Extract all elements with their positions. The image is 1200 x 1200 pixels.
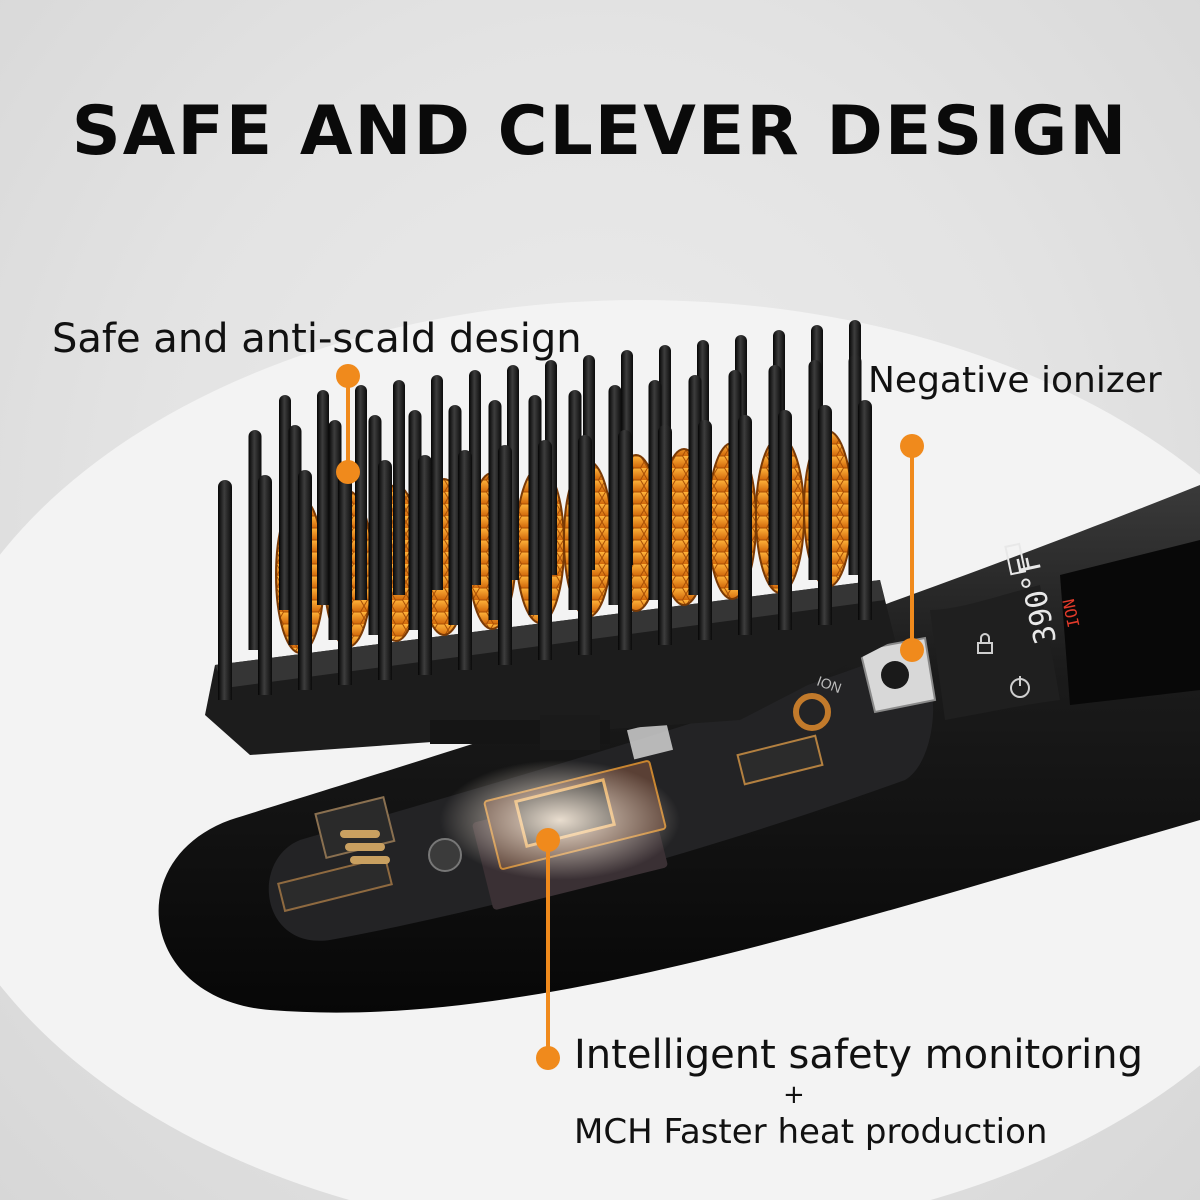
brush-base-plate: [205, 580, 895, 755]
bristle: [538, 440, 552, 660]
bristle: [378, 460, 392, 680]
bristle: [258, 475, 272, 695]
bristle: [778, 410, 792, 630]
bristle: [498, 445, 512, 665]
bristle: [317, 390, 329, 605]
headline: SAFE AND CLEVER DESIGN: [71, 92, 1129, 171]
bristle: [578, 435, 592, 655]
battery-icon: [1004, 542, 1027, 576]
pcb-components: [277, 693, 831, 913]
bristle: [355, 385, 367, 600]
callout-markers: [336, 364, 924, 1070]
control-strip: [930, 585, 1060, 720]
callout-safety-monitoring: Intelligent safety monitoring: [574, 1032, 1144, 1078]
bristle: [698, 420, 712, 640]
lock-icon: [977, 633, 993, 654]
bristle: [338, 465, 352, 685]
bristle: [858, 400, 872, 620]
callout-negative-ionizer: Negative ionizer: [868, 360, 1162, 401]
bristle: [218, 480, 232, 700]
bristle: [393, 380, 405, 595]
bristle: [418, 455, 432, 675]
bristle: [818, 405, 832, 625]
bristle: [738, 415, 752, 635]
callout-anti-scald: Safe and anti-scald design: [52, 316, 582, 362]
bristles: [218, 320, 872, 700]
callout-plus: +: [783, 1080, 805, 1110]
housing-ion-mark: ION: [815, 673, 844, 697]
callout-mch-heat: MCH Faster heat production: [574, 1112, 1048, 1152]
bristle: [458, 450, 472, 670]
bristle: [279, 395, 291, 610]
bristle: [618, 430, 632, 650]
display-panel: [1060, 540, 1200, 705]
bristle: [298, 470, 312, 690]
power-icon: [1010, 676, 1030, 698]
bristle: [431, 375, 443, 590]
bristle: [658, 425, 672, 645]
